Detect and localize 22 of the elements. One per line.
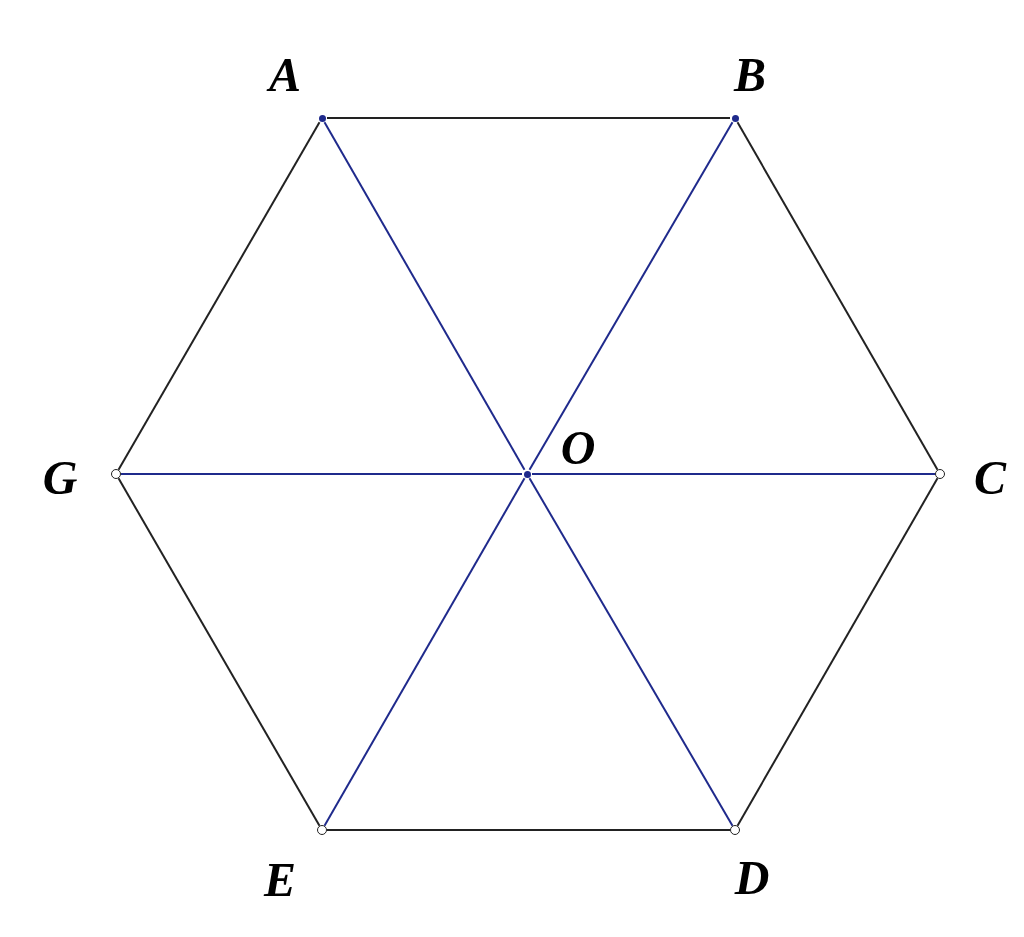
line-segment xyxy=(117,121,321,471)
point-label: D xyxy=(734,854,770,902)
point-label: E xyxy=(264,856,296,904)
line-segment xyxy=(528,121,734,471)
point-label: C xyxy=(974,454,1006,502)
open-point xyxy=(730,825,740,835)
open-point xyxy=(317,825,327,835)
line-segment xyxy=(323,121,526,471)
line-segment xyxy=(531,473,936,475)
line-segment xyxy=(323,477,526,827)
line-segment xyxy=(528,477,734,827)
open-point xyxy=(935,469,945,479)
line-segment xyxy=(736,121,939,471)
point-label: G xyxy=(42,454,78,502)
line-segment xyxy=(736,477,939,827)
line-segment xyxy=(117,477,321,827)
line-segment xyxy=(326,829,731,831)
line-segment xyxy=(326,117,731,119)
point-label: O xyxy=(560,424,596,472)
open-point xyxy=(111,469,121,479)
line-segment xyxy=(120,473,523,475)
point-label: B xyxy=(734,51,766,99)
